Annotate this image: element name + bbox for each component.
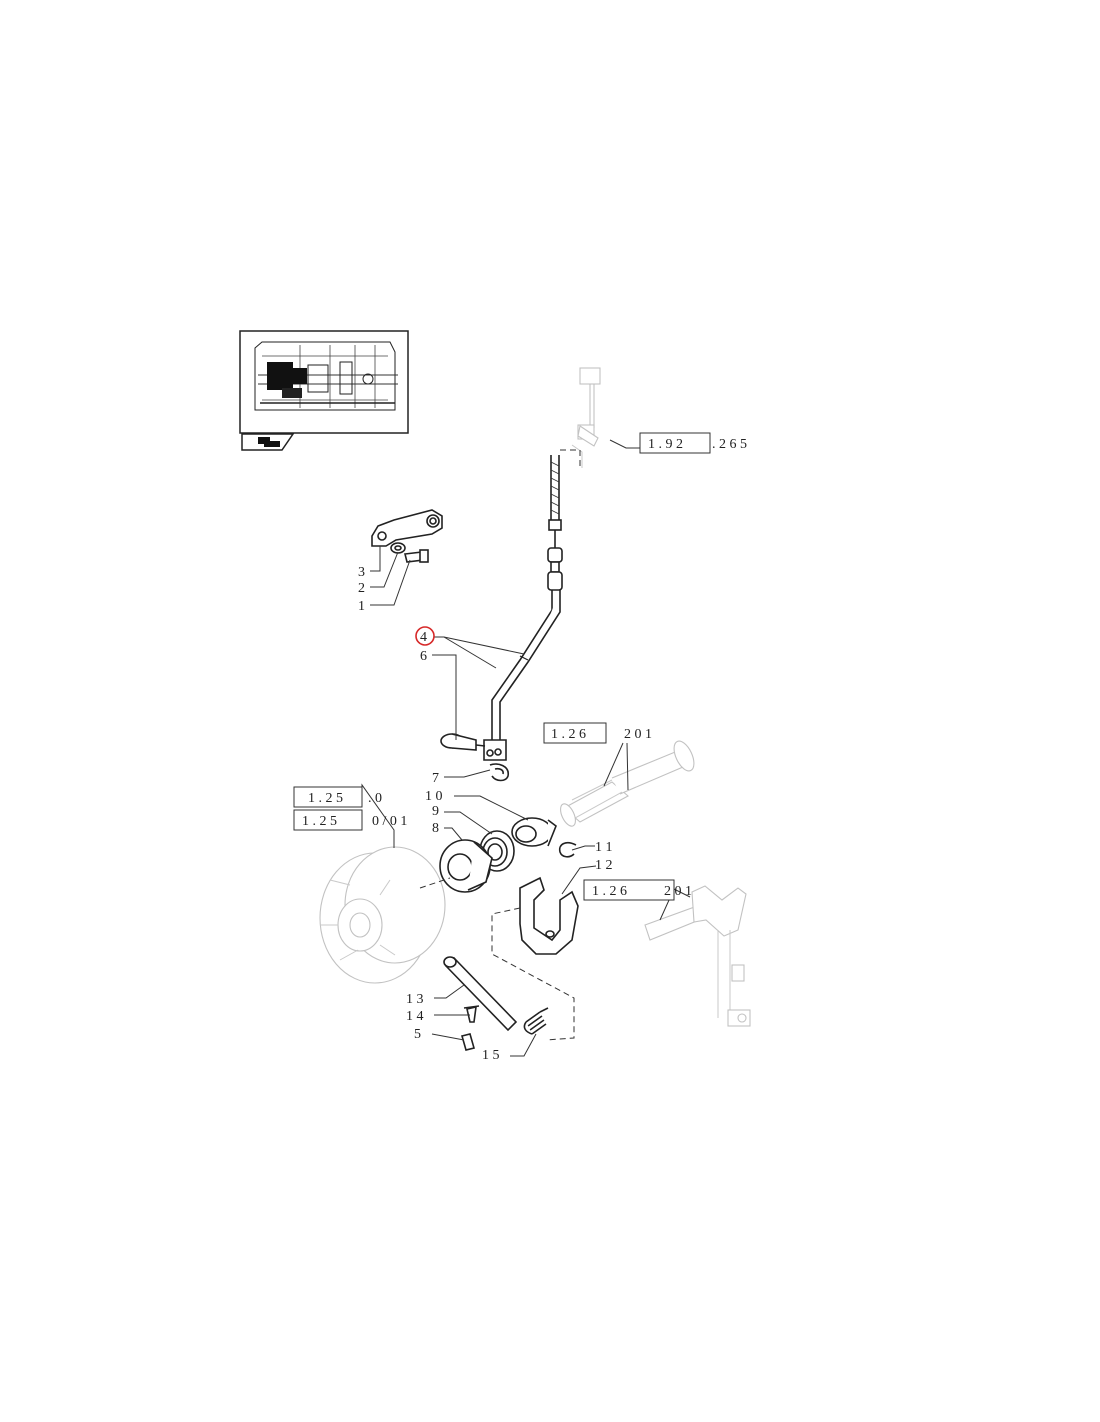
spring-clip-part-11[interactable]	[558, 842, 577, 858]
reference-box-1-92[interactable]: 1 . 9 2 . 2 6 5	[639, 432, 747, 454]
callout-14[interactable]: 1 4	[406, 1009, 424, 1024]
ring-part-8[interactable]	[439, 839, 493, 893]
reference-tail-text: 2 0 1	[624, 727, 652, 742]
reference-boxed-text: 1 . 2 5	[308, 791, 343, 806]
shift-fork-faint	[644, 885, 751, 1027]
reference-tail-text: . 2 6 5	[712, 437, 747, 452]
upper-linkage-faint	[571, 367, 601, 468]
locator-thumbnail[interactable]	[239, 330, 409, 434]
reference-tail-text: . 0	[368, 791, 382, 806]
fork-part-12[interactable]	[519, 876, 579, 955]
reference-tail-text: 2 0 1	[664, 884, 692, 899]
callout-5[interactable]: 5	[414, 1027, 421, 1042]
reference-boxed-text: 1 . 2 6	[551, 727, 586, 742]
callout-1[interactable]: 1	[358, 599, 365, 614]
reference-box-1-25-lower[interactable]: 1 . 2 5 0 / 0 1	[293, 809, 407, 831]
rod-part-4[interactable]	[483, 455, 563, 761]
reference-boxed-text: 1 . 2 5	[302, 814, 337, 829]
callout-12[interactable]: 1 2	[595, 858, 613, 873]
callout-2[interactable]: 2	[358, 581, 365, 596]
washer-part-2[interactable]	[390, 542, 406, 554]
reference-boxed-text: 1 . 2 6	[592, 884, 627, 899]
callout-15[interactable]: 1 5	[482, 1048, 500, 1063]
callout-4-highlight	[415, 626, 435, 646]
callout-13[interactable]: 1 3	[406, 992, 424, 1007]
bearing-part-10[interactable]	[511, 817, 557, 847]
arrow-icon	[258, 437, 280, 447]
lever-part-3[interactable]	[371, 509, 443, 547]
callout-7[interactable]: 7	[432, 771, 439, 786]
thumbnail-tab[interactable]	[241, 433, 295, 451]
reference-box-1-26-lower[interactable]: 1 . 2 6 2 0 1	[583, 879, 692, 901]
dashed-line-clutch	[419, 877, 451, 889]
callout-11[interactable]: 1 1	[595, 840, 613, 855]
reference-boxed-text: 1 . 9 2	[648, 437, 683, 452]
dashed-link-fork	[491, 907, 575, 1041]
callout-9[interactable]: 9	[432, 804, 439, 819]
pin-part-6[interactable]	[440, 733, 486, 751]
callout-4[interactable]: 4	[420, 630, 427, 645]
reference-box-1-26-upper[interactable]: 1 . 2 6 2 0 1	[543, 722, 652, 744]
callout-10[interactable]: 1 0	[425, 789, 443, 804]
dashed-link-top	[560, 449, 581, 468]
callout-6[interactable]: 6	[420, 649, 427, 664]
spring-part-15[interactable]	[523, 1007, 549, 1035]
screw-part-14[interactable]	[463, 1005, 480, 1023]
leader-lines	[361, 439, 691, 1057]
callout-labels: 3 2 1 4 6 7 1 0 9 8 1 1 1 2 1 3 1 4 5 1 …	[358, 565, 613, 1063]
clip-part-7[interactable]	[489, 763, 509, 782]
reference-box-1-25-upper[interactable]: 1 . 2 5 . 0	[293, 786, 382, 808]
release-shaft-faint	[560, 740, 695, 827]
callout-3[interactable]: 3	[358, 565, 365, 580]
callout-8[interactable]: 8	[432, 821, 439, 836]
bolt-part-1[interactable]	[404, 549, 429, 563]
pin-part-5[interactable]	[461, 1033, 475, 1051]
clutch-faint	[319, 846, 446, 984]
reference-tail-text: 0 / 0 1	[372, 814, 407, 829]
shaft-part-13[interactable]	[443, 956, 518, 1032]
